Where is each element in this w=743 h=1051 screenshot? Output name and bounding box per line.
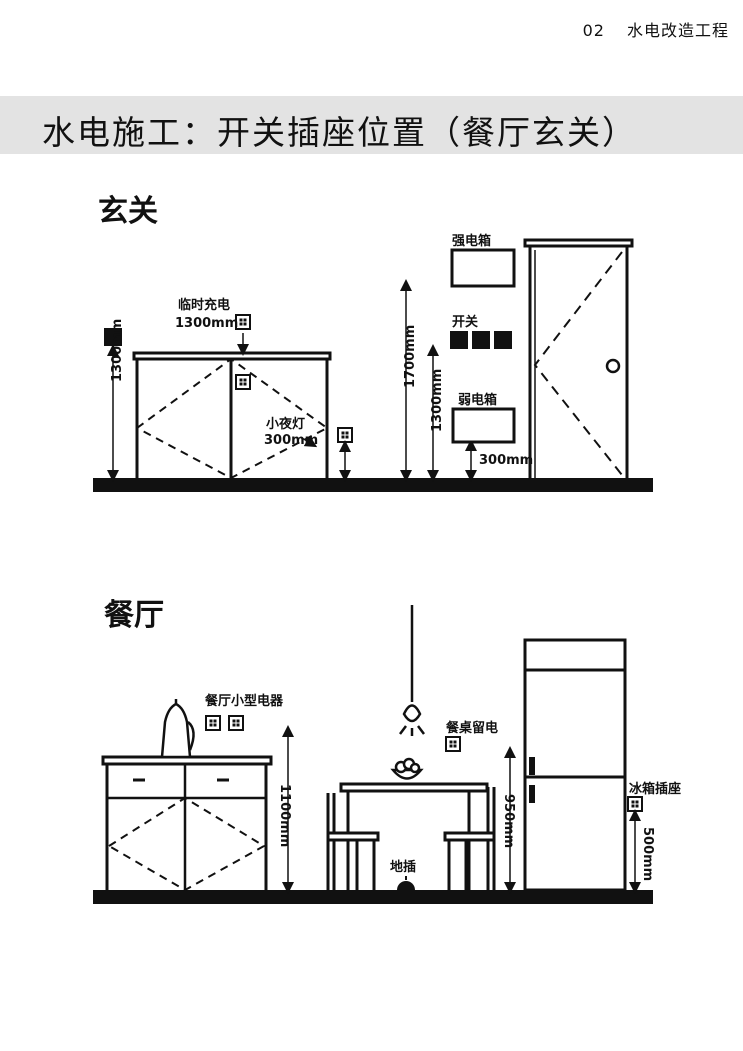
page-number: 02 (582, 21, 605, 40)
dining-elevation (93, 605, 653, 904)
entrance-cabinet (132, 351, 332, 480)
dim-fridge-text: 500mm (640, 827, 655, 882)
fruit-bowl-icon (390, 757, 424, 780)
weak-box-icon (451, 407, 516, 444)
night-light-socket-icon (337, 427, 353, 443)
dim-appliance-text: 1100mm (277, 784, 292, 848)
table-outlet-label: 餐桌留电 (446, 721, 499, 736)
small-appliance-label: 餐厅小型电器 (205, 694, 284, 709)
table-socket-icon (445, 736, 461, 752)
chapter-title: 水电改造工程 (626, 21, 729, 40)
dining-title: 餐厅 (104, 598, 164, 633)
page-title: 水电施工：开关插座位置（餐厅玄关） (42, 113, 637, 152)
switch-1-icon (450, 331, 468, 349)
switch-label: 开关 (452, 315, 479, 330)
fridge-socket-icon (627, 796, 643, 812)
night-light-label: 小夜灯 (266, 417, 306, 432)
dim-strong-text: 1700mm (403, 324, 418, 388)
kettle-icon (160, 699, 195, 759)
temp-charge-label: 临时充电 (178, 298, 231, 313)
cabinet-socket-icon (235, 374, 251, 390)
weak-box-label: 弱电箱 (458, 393, 498, 408)
dining-table (326, 782, 496, 890)
fridge-outlet-label: 冰箱插座 (629, 782, 682, 797)
floor-socket-icon (397, 881, 415, 890)
temp-charge-height: 1300mm (175, 316, 239, 331)
fridge (523, 638, 627, 892)
dim-table-text: 950mm (501, 794, 516, 849)
appliance-socket-1-icon (205, 715, 221, 731)
title-bar: 水电施工：开关插座位置（餐厅玄关） (0, 96, 743, 154)
pendant-lamp-icon (399, 605, 425, 736)
switch-icon (104, 328, 122, 346)
floor-outlet-label: 地插 (390, 860, 417, 875)
switch-2-icon (472, 331, 490, 349)
entrance-door (523, 238, 634, 478)
page-header: 02 水电改造工程 (583, 17, 729, 41)
strong-box-label: 强电箱 (452, 234, 492, 249)
switch-3-icon (494, 331, 512, 349)
entrance-elevation (93, 238, 653, 492)
entrance-floor (93, 478, 653, 492)
dim-switch-text: 1300mm (430, 368, 445, 432)
dim-left-text: 1300mm (110, 318, 125, 382)
sideboard (101, 755, 273, 892)
weak-box-height: 300mm (479, 453, 534, 468)
entrance-title: 玄关 (98, 194, 158, 229)
strong-box-icon (450, 248, 516, 288)
appliance-socket-2-icon (228, 715, 244, 731)
night-light-height: 300mm (264, 433, 319, 448)
dining-floor (93, 890, 653, 904)
